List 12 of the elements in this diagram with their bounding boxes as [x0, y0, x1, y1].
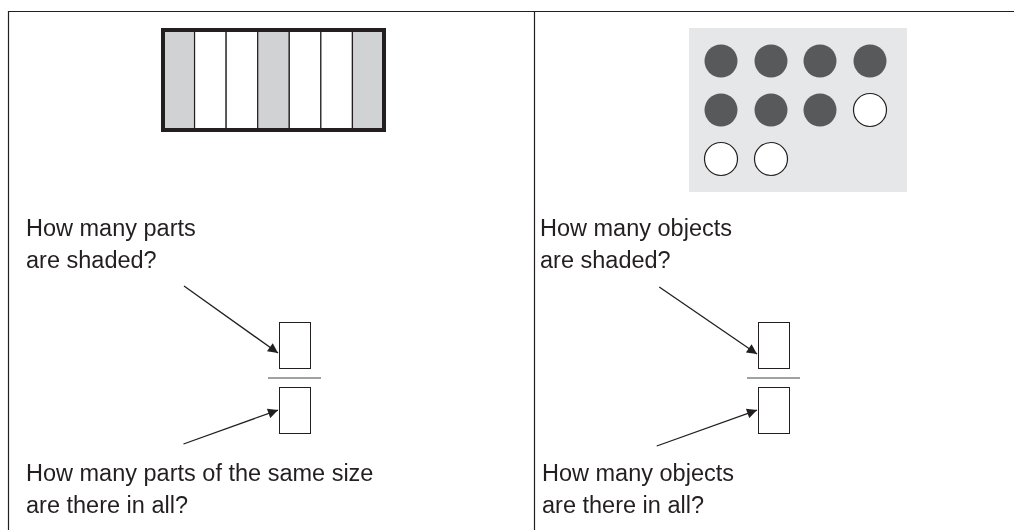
answer-box	[758, 322, 790, 369]
answer-box	[758, 387, 790, 434]
leader-arrow	[656, 408, 758, 447]
answer-box	[279, 387, 311, 434]
leader-arrow	[658, 286, 758, 355]
question-text: How many parts are shaded?	[26, 214, 197, 275]
question-text: How many parts of the same size are there in all?	[26, 459, 375, 520]
question-text: How many objects are there in all?	[542, 459, 735, 520]
question-text: How many objects are shaded?	[540, 214, 733, 275]
leader-arrow	[182, 408, 279, 445]
leader-arrow	[183, 285, 279, 354]
answer-box	[279, 322, 311, 369]
